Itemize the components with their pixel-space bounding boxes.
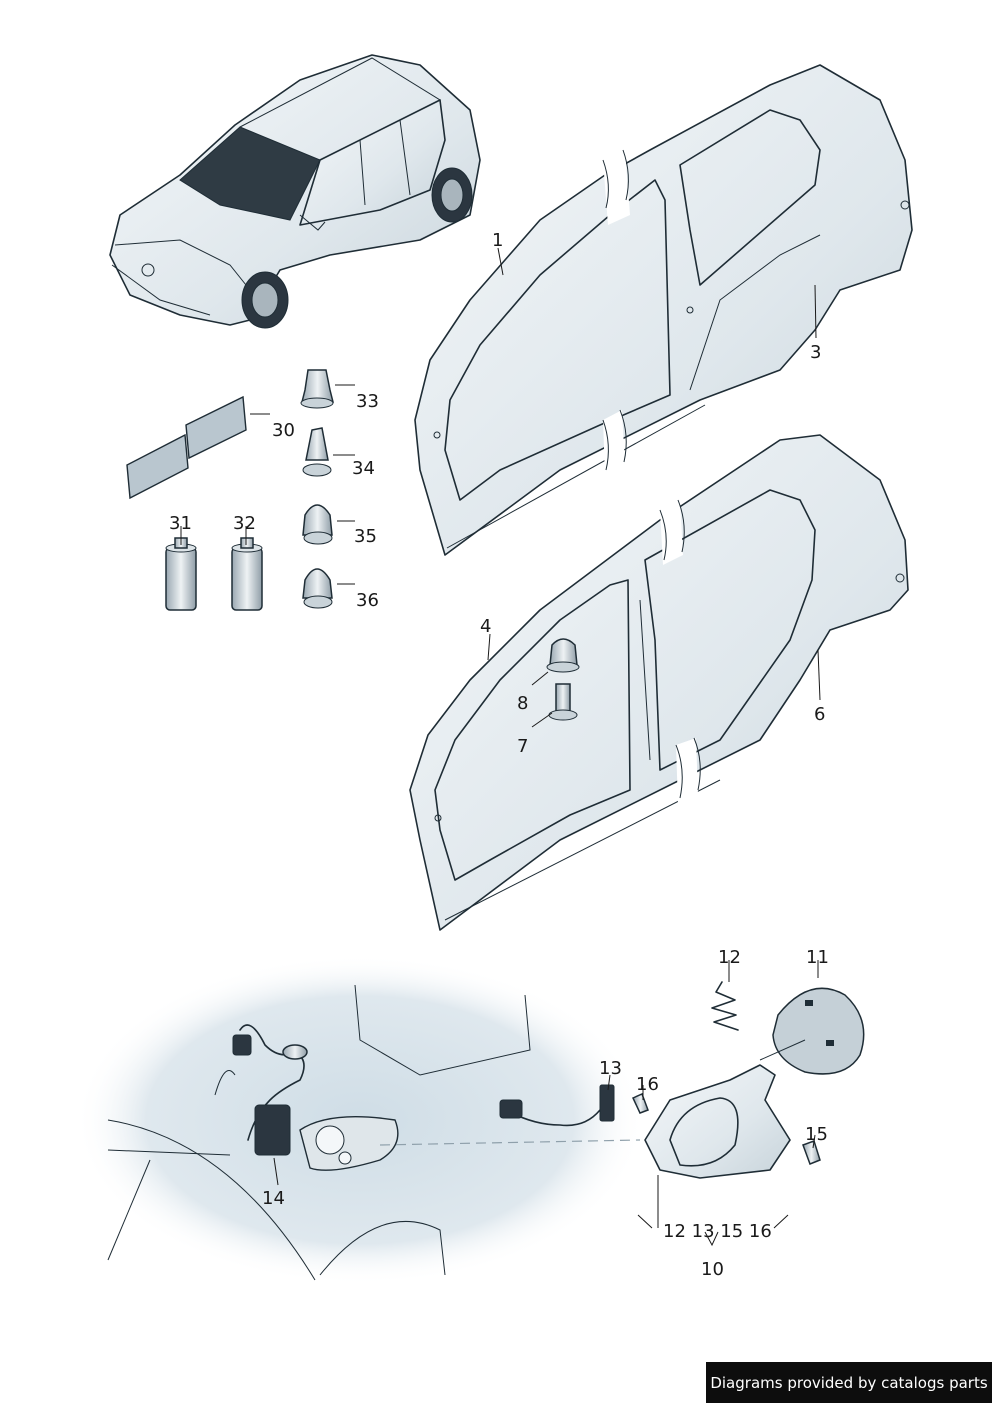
screw-16 xyxy=(631,1092,649,1114)
charge-flap-scene xyxy=(75,955,865,1285)
insulation-pad-right xyxy=(185,395,247,460)
plug-33 xyxy=(301,369,334,403)
side-panel-upper xyxy=(414,64,913,556)
callout-34: 34 xyxy=(352,458,375,479)
credit-text: Diagrams provided by catalogs parts xyxy=(710,1373,988,1392)
flap-housing-10 xyxy=(644,1064,791,1179)
callout-30: 30 xyxy=(272,420,295,441)
callout-labels: 1 3 4 6 8 7 30 31 32 33 34 35 36 12 11 1… xyxy=(169,230,829,1280)
callout-13: 13 xyxy=(599,1058,622,1079)
callout-16: 16 xyxy=(636,1074,659,1095)
vehicle-illustration xyxy=(109,54,481,329)
actuator-14 xyxy=(254,1104,291,1156)
callout-4: 4 xyxy=(480,616,491,637)
callout-10: 10 xyxy=(701,1259,724,1280)
callout-10-parts: 12 13 15 16 xyxy=(663,1221,772,1242)
stud-7 xyxy=(555,683,571,713)
callout-12: 12 xyxy=(718,947,741,968)
cap-35 xyxy=(302,504,333,536)
credit-banner: Diagrams provided by catalogs parts xyxy=(706,1362,992,1403)
callout-3: 3 xyxy=(810,342,821,363)
callout-14: 14 xyxy=(262,1188,285,1209)
callout-1: 1 xyxy=(492,230,503,251)
callout-7: 7 xyxy=(517,736,528,757)
side-panel-lower xyxy=(409,434,909,931)
sealant-can-32 xyxy=(231,547,263,611)
leader-lines xyxy=(180,247,821,1247)
callout-31: 31 xyxy=(169,513,192,534)
screw-15 xyxy=(802,1140,821,1165)
callout-35: 35 xyxy=(354,526,377,547)
insulation-pad-left xyxy=(126,433,189,500)
callout-36: 36 xyxy=(356,590,379,611)
callout-33: 33 xyxy=(356,391,379,412)
callout-32: 32 xyxy=(233,513,256,534)
callout-8: 8 xyxy=(517,693,528,714)
plug-34 xyxy=(305,427,329,461)
spring-12 xyxy=(711,981,739,1031)
callout-15: 15 xyxy=(805,1124,828,1145)
cap-36 xyxy=(302,568,333,599)
flap-11 xyxy=(772,987,865,1075)
callout-11: 11 xyxy=(806,947,829,968)
lock-13 xyxy=(599,1084,615,1122)
small-parts xyxy=(126,369,580,721)
stud-8 xyxy=(549,638,578,666)
sealant-can-31 xyxy=(165,547,197,611)
callout-6: 6 xyxy=(814,704,825,725)
